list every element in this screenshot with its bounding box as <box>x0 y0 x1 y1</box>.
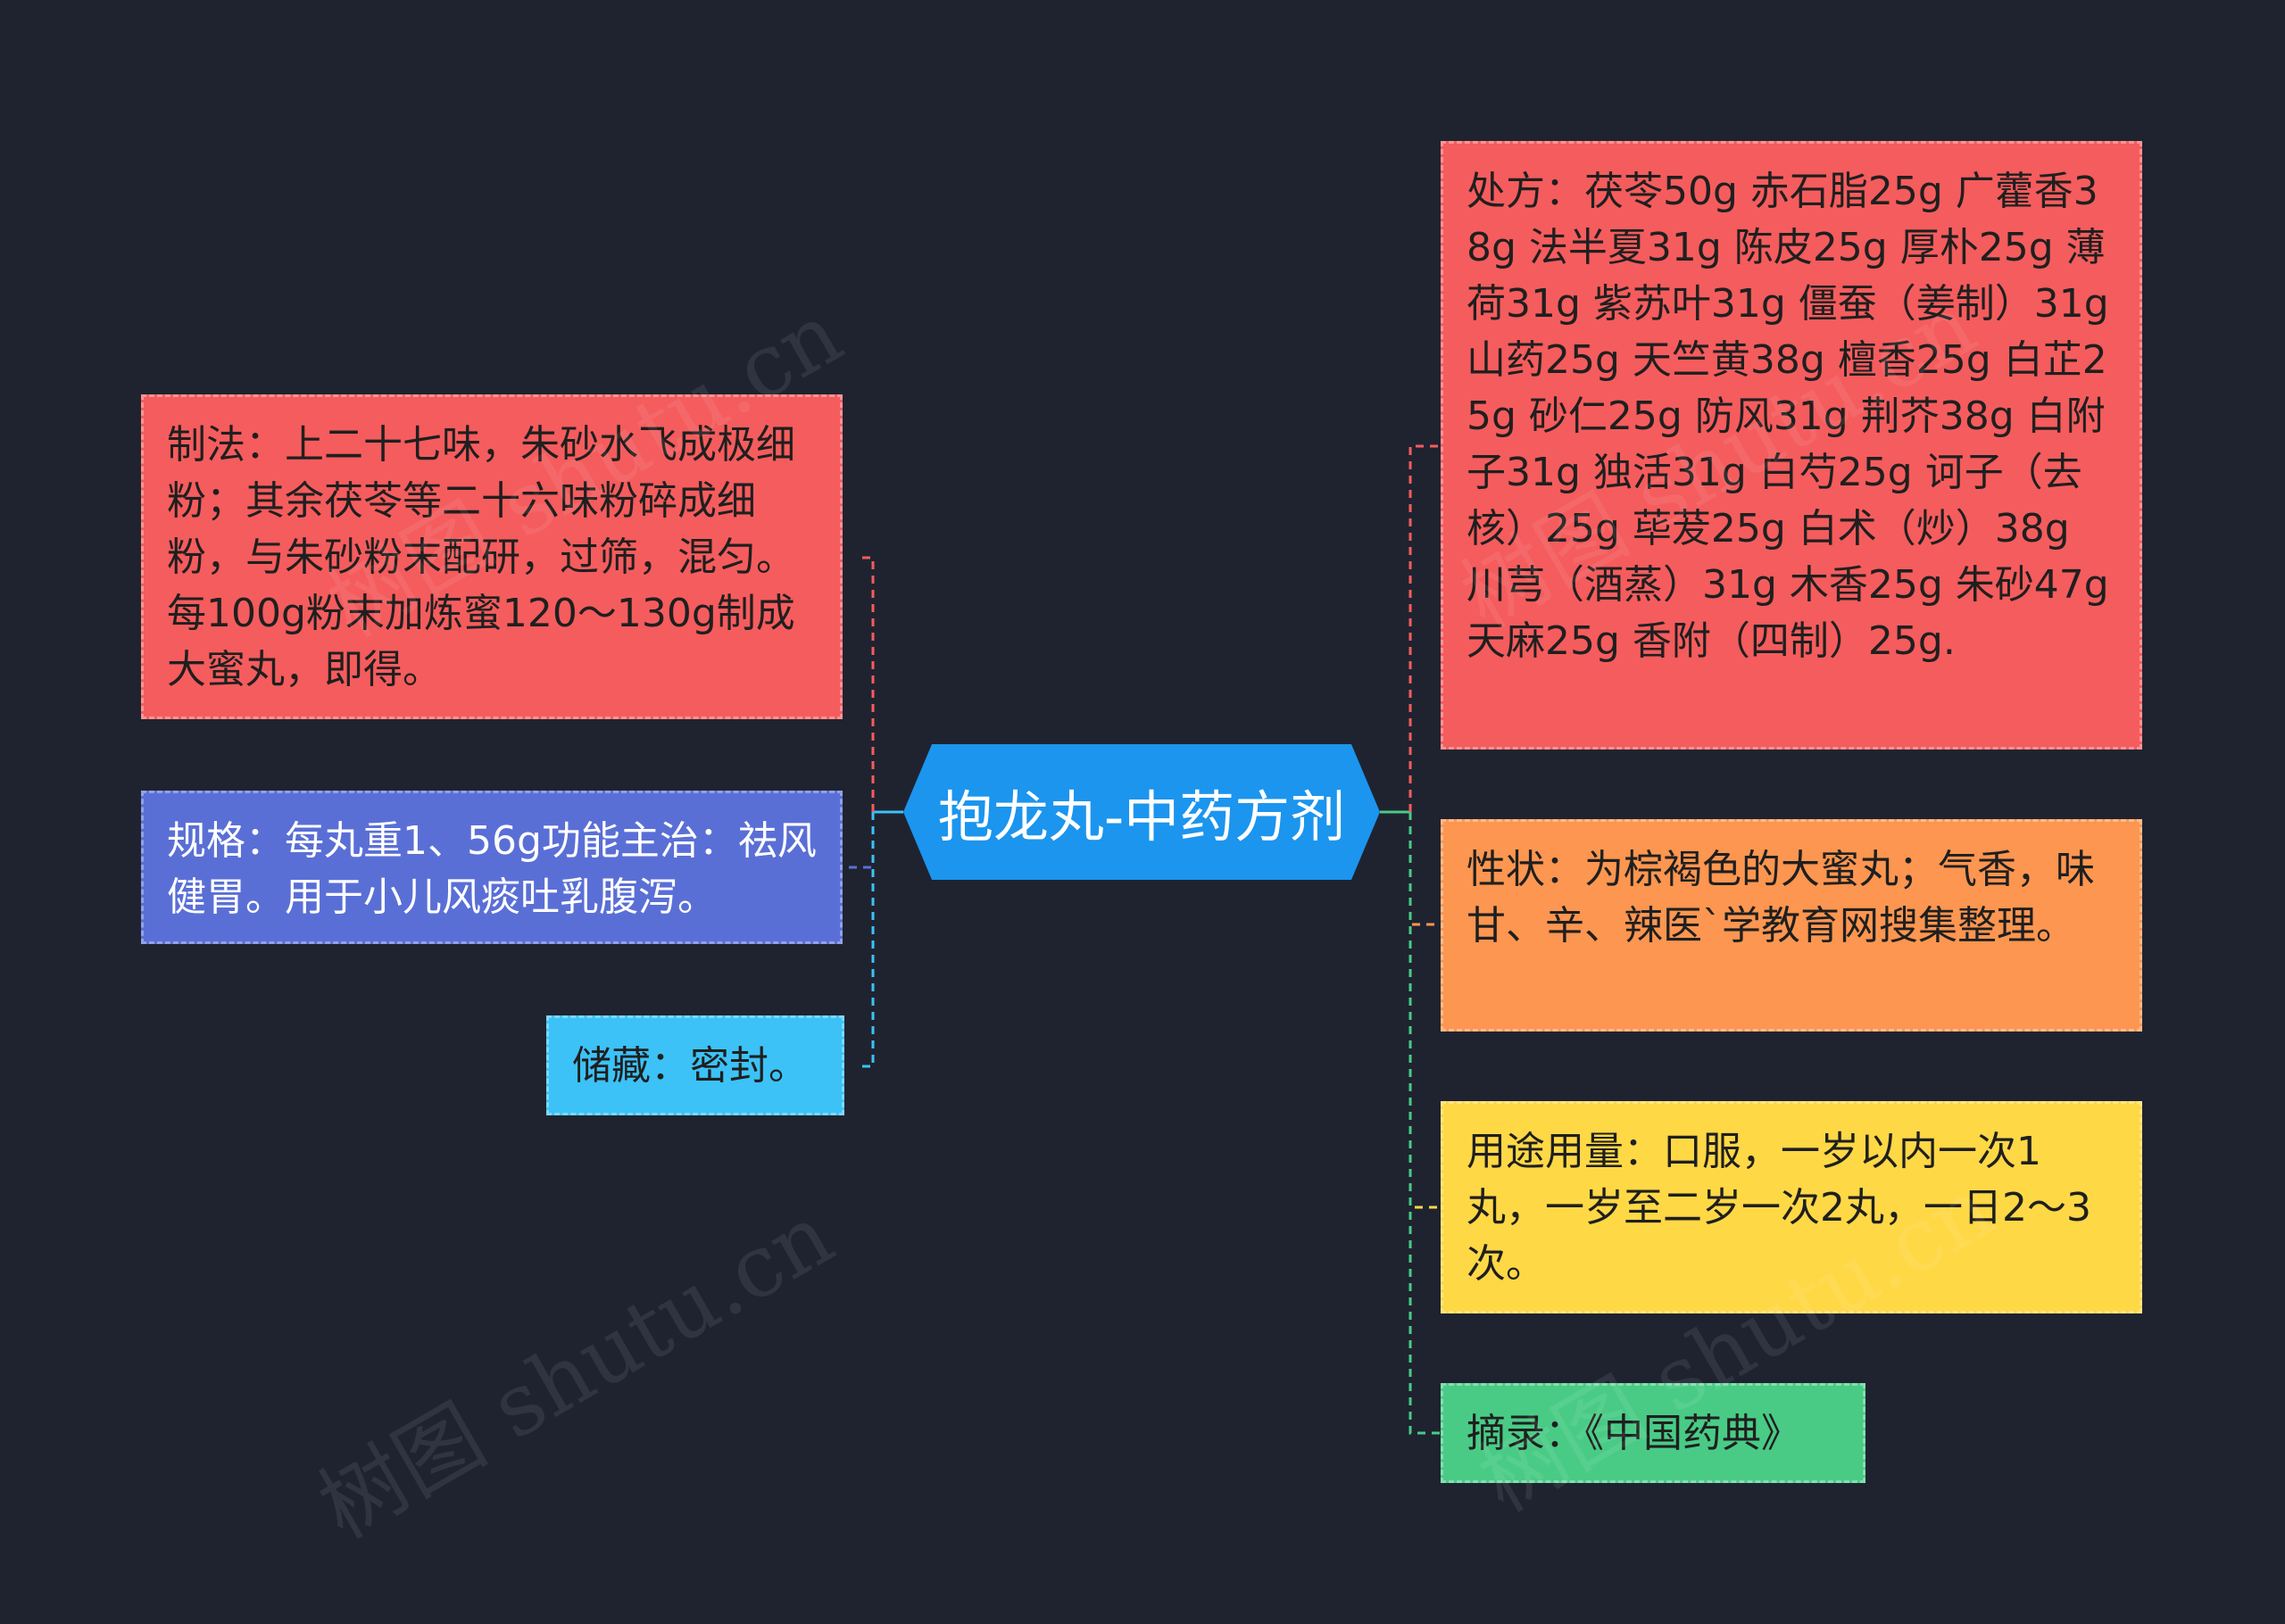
node-chufang[interactable]: 处方：茯苓50g 赤石脂25g 广藿香38g 法半夏31g 陈皮25g 厚朴25… <box>1441 141 2142 750</box>
node-xingzhuang[interactable]: 性状：为棕褐色的大蜜丸；气香，味甘、辛、辣医`学教育网搜集整理。 <box>1441 819 2142 1032</box>
node-guige[interactable]: 规格：每丸重1、56g功能主治：祛风健胃。用于小儿风痰吐乳腹泻。 <box>141 791 843 944</box>
node-zhifa-text: 制法：上二十七味，朱砂水飞成极细粉；其余茯苓等二十六味粉碎成细粉，与朱砂粉末配研… <box>167 422 795 692</box>
node-yongtu[interactable]: 用途用量：口服，一岁以内一次1丸，一岁至二岁一次2丸，一日2～3次。 <box>1441 1101 2142 1313</box>
connector-chucang <box>859 812 875 1068</box>
connector-yongtu <box>1408 812 1441 1209</box>
connector-xingzhuang <box>1408 812 1441 926</box>
connector-chufang <box>1408 444 1441 812</box>
node-zhailu-text: 摘录：《中国药典》 <box>1467 1411 1800 1456</box>
connector-guige <box>843 812 875 869</box>
node-zhailu[interactable]: 摘录：《中国药典》 <box>1441 1383 1865 1483</box>
node-chucang-text: 储藏：密封。 <box>572 1043 808 1089</box>
connector-zhailu <box>1408 812 1441 1435</box>
node-chucang[interactable]: 储藏：密封。 <box>546 1015 844 1115</box>
connector-zhifa <box>857 556 875 812</box>
central-topic[interactable]: 抱龙丸-中药方剂 <box>903 744 1380 880</box>
node-yongtu-text: 用途用量：口服，一岁以内一次1丸，一岁至二岁一次2丸，一日2～3次。 <box>1467 1129 2091 1287</box>
node-xingzhuang-text: 性状：为棕褐色的大蜜丸；气香，味甘、辛、辣医`学教育网搜集整理。 <box>1467 847 2095 949</box>
central-topic-label: 抱龙丸-中药方剂 <box>937 784 1346 849</box>
node-zhifa[interactable]: 制法：上二十七味，朱砂水飞成极细粉；其余茯苓等二十六味粉碎成细粉，与朱砂粉末配研… <box>141 394 843 719</box>
node-chufang-text: 处方：茯苓50g 赤石脂25g 广藿香38g 法半夏31g 陈皮25g 厚朴25… <box>1467 169 2109 664</box>
node-guige-text: 规格：每丸重1、56g功能主治：祛风健胃。用于小儿风痰吐乳腹泻。 <box>167 818 817 920</box>
